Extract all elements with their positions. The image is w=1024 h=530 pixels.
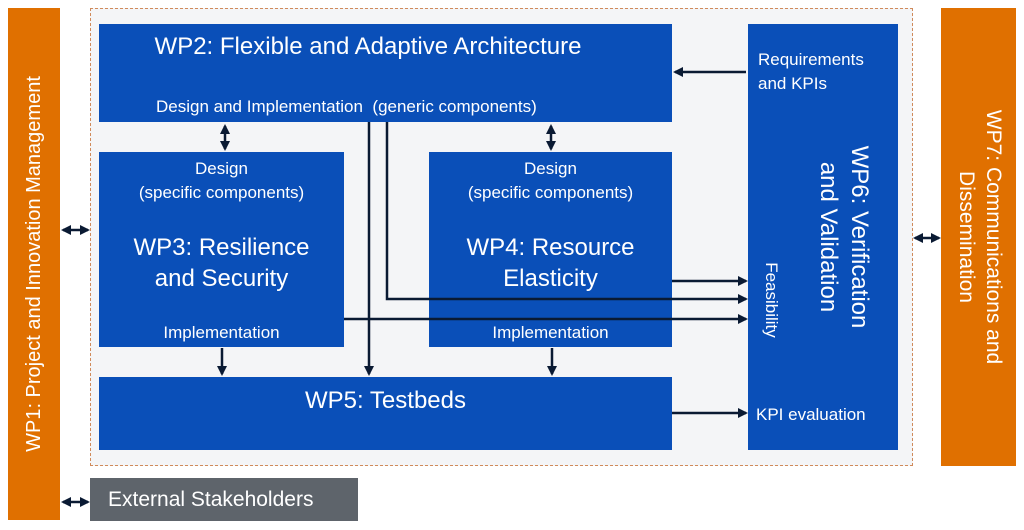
wp3-design-line1: Design bbox=[195, 159, 248, 178]
wp4-title-line1: WP4: Resource bbox=[466, 234, 635, 261]
wp4-footer: Implementation bbox=[492, 323, 609, 342]
wp3-design-line2: (specific components) bbox=[138, 183, 305, 202]
wp5-box bbox=[99, 377, 672, 450]
wp3-footer: Implementation bbox=[163, 323, 280, 342]
wp3-title-line1: WP3: Resilience bbox=[133, 234, 310, 261]
wp4-design-line1: Design bbox=[524, 159, 577, 178]
wp1-box bbox=[8, 8, 60, 520]
wp5-title: WP5: Testbeds bbox=[305, 387, 466, 414]
wp2-subtitle: Design and Implementation (generic compo… bbox=[156, 97, 537, 116]
wp6-box bbox=[748, 24, 898, 450]
wp6-kpi-evaluation: KPI evaluation bbox=[756, 405, 866, 424]
wp4-design-line2: (specific components) bbox=[467, 183, 634, 202]
wp6-requirements-line2: and KPIs bbox=[758, 74, 827, 93]
wp7-box bbox=[941, 8, 1016, 466]
wp6-requirements-line1: Requirements bbox=[758, 50, 864, 69]
wp3-box bbox=[99, 152, 344, 347]
wp4-box bbox=[429, 152, 672, 347]
external-stakeholders-box bbox=[90, 478, 358, 521]
wp3-title-line2: and Security bbox=[154, 265, 289, 292]
wp2-feasibility-arrow bbox=[385, 122, 748, 304]
wp2-title: WP2: Flexible and Adaptive Architecture bbox=[154, 33, 582, 60]
wp2-box bbox=[99, 24, 672, 122]
wp4-title-line2: Elasticity bbox=[503, 265, 598, 292]
external-stakeholders-label: External Stakeholders bbox=[108, 488, 314, 511]
